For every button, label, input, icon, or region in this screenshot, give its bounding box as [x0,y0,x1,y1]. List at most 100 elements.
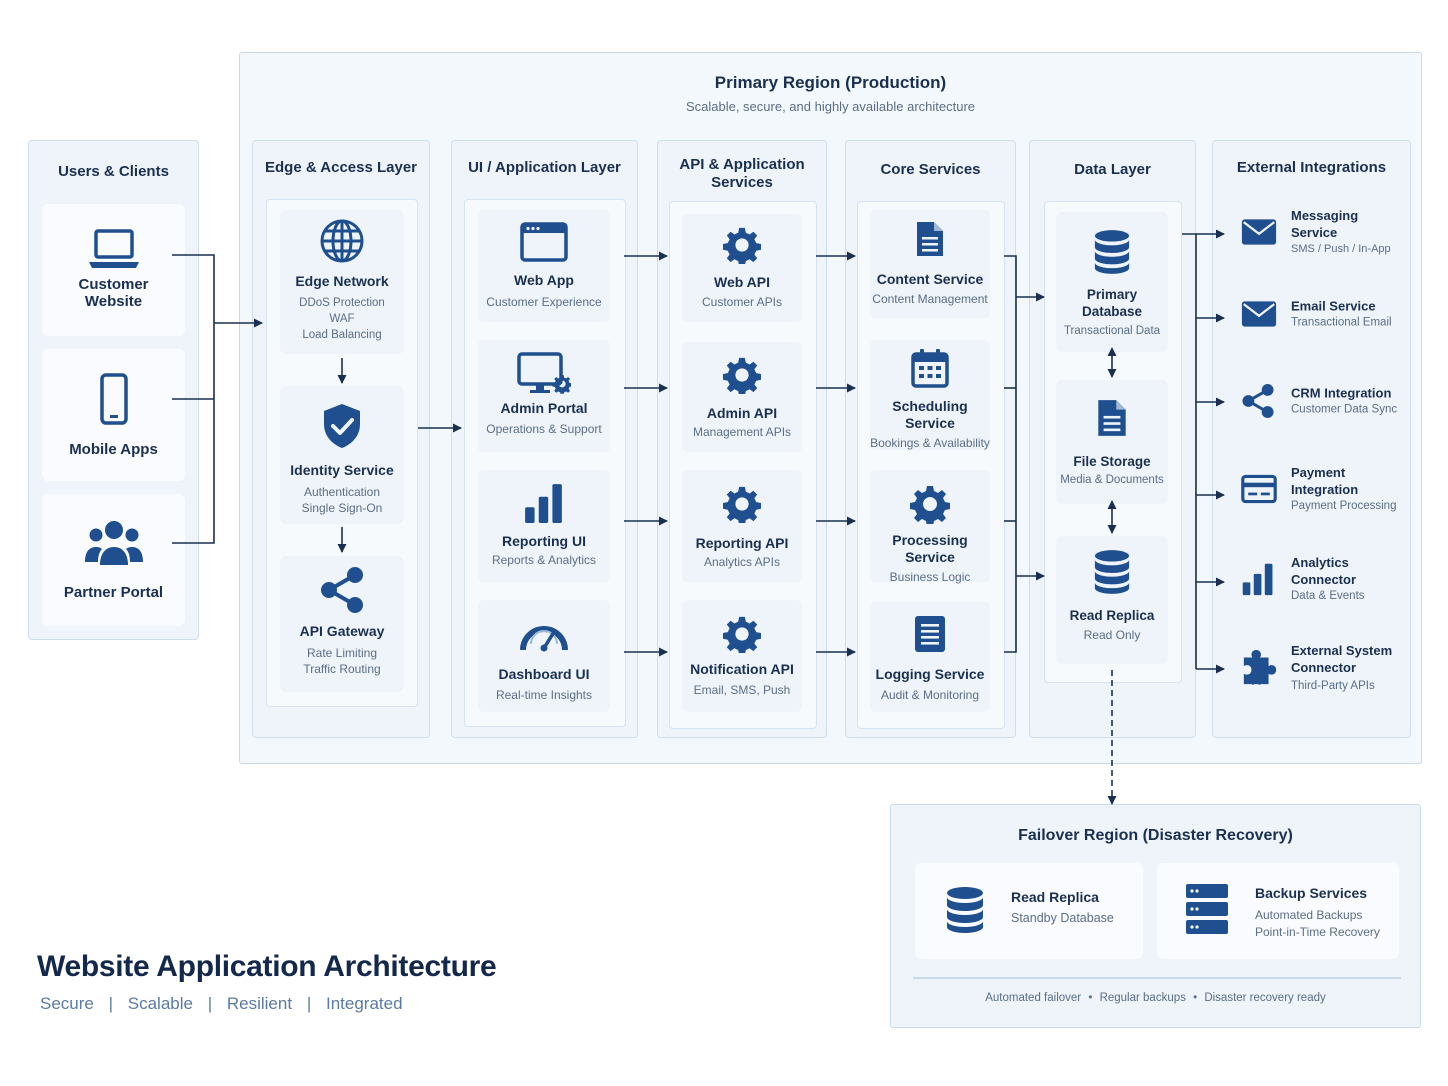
dashboard-ui-card[interactable]: Dashboard UI Real-time Insights [478,600,610,712]
laptop-icon [88,229,139,268]
failover-replica-card[interactable]: Read Replica Standby Database [915,863,1143,959]
file-storage-card[interactable]: File Storage Media & Documents [1056,380,1168,504]
footer-separator-1: • [1088,992,1093,1004]
analytics-connector-card[interactable]: Analytics Connector Data & Events [1225,540,1399,618]
tagline-integrated: Integrated [325,994,403,1013]
partner-portal-card[interactable]: Partner Portal [42,494,185,626]
crm-integration-title: CRM Integration [1291,385,1392,401]
failover-replica-sub: Standby Database [1011,911,1114,925]
server-icon [1186,884,1228,934]
web-app-card[interactable]: Web App Customer Experience [478,210,610,322]
processing-service-sub: Business Logic [889,570,971,584]
edge-network-card[interactable]: Edge Network DDoS Protection WAF Load Ba… [280,210,404,354]
web-api-sub: Customer APIs [701,295,783,309]
footer-separator-2: • [1193,992,1198,1004]
identity-service-title: Identity Service [290,462,394,478]
identity-service-card[interactable]: Identity Service Authentication Single S… [280,386,404,524]
read-replica-title: Read Replica [1069,608,1155,623]
reporting-ui-card[interactable]: Reporting UI Reports & Analytics [478,470,610,582]
mobile-apps-card[interactable]: Mobile Apps [42,349,185,481]
api-gateway-line2: Traffic Routing [303,662,381,676]
notification-api-sub: Email, SMS, Push [693,683,791,697]
gear-icon [723,485,761,523]
failover-backup-line1: Automated Backups [1255,908,1363,922]
gauge-icon [520,626,568,652]
primary-region-title: Primary Region (Production) [714,73,947,92]
data-layer-title: Data Layer [1074,161,1151,178]
payment-integration-card[interactable]: Payment Integration Payment Processing [1225,450,1399,528]
failover-footer: Automated failover • Regular backups • D… [891,992,1420,1004]
primary-database-card[interactable]: Primary Database Transactional Data [1056,212,1168,352]
reporting-api-sub: Analytics APIs [703,555,781,569]
logging-service-card[interactable]: Logging Service Audit & Monitoring [870,602,990,712]
failover-region: Failover Region (Disaster Recovery) Read… [890,804,1421,1028]
failover-replica-title: Read Replica [1011,889,1099,905]
file-storage-title: File Storage [1073,454,1151,469]
messaging-service-title: Messaging Service [1291,208,1359,240]
edge-network-title: Edge Network [295,273,389,289]
primary-database-title-1: Primary [1086,287,1138,302]
bar-chart-icon [1241,561,1275,597]
scheduling-service-card[interactable]: Scheduling Service Bookings & Availabili… [870,340,990,450]
web-app-title: Web App [514,272,574,288]
tagline-secure: Secure [40,994,94,1013]
failover-backup-card[interactable]: Backup Services Automated Backups Point-… [1157,863,1399,959]
ui-layer-title: UI / Application Layer [468,159,621,176]
external-system-title-2: Connector [1291,660,1356,675]
api-gateway-card[interactable]: API Gateway Rate Limiting Traffic Routin… [280,556,404,692]
read-replica-card[interactable]: Read Replica Read Only [1056,536,1168,664]
envelope-icon [1241,218,1277,246]
reporting-ui-title: Reporting UI [502,533,586,549]
identity-service-line2: Single Sign-On [301,501,383,515]
tagline-separator-2: | [207,994,213,1013]
crm-integration-sub: Customer Data Sync [1291,403,1398,416]
messaging-service-card[interactable]: Messaging Service SMS / Push / In-App [1225,194,1399,270]
database-icon [1093,228,1131,276]
edge-network-line3: Load Balancing [302,329,382,341]
share-nodes-icon [321,567,363,613]
notification-api-card[interactable]: Notification API Email, SMS, Push [682,600,802,712]
primary-database-sub: Transactional Data [1063,325,1161,337]
read-replica-sub: Read Only [1083,628,1141,642]
external-system-sub: Third-Party APIs [1291,680,1375,692]
processing-service-card[interactable]: Processing Service Business Logic [870,470,990,584]
reporting-api-card[interactable]: Reporting API Analytics APIs [682,470,802,582]
web-api-card[interactable]: Web API Customer APIs [682,214,802,322]
content-service-card[interactable]: Content Service Content Management [870,210,990,318]
dashboard-ui-sub: Real-time Insights [495,688,593,702]
mobile-apps-label: Mobile Apps [69,441,158,458]
tagline-scalable: Scalable [127,994,193,1013]
footer-regular-backups: Regular backups [1099,992,1186,1004]
edge-access-title: Edge & Access Layer [264,159,418,176]
users-clients-title: Users & Clients [58,163,169,180]
web-api-title: Web API [713,274,770,290]
file-storage-sub: Media & Documents [1060,474,1164,486]
users-clients-panel: Users & Clients Customer Website Mobile … [28,140,199,640]
database-icon [1093,548,1131,596]
content-service-sub: Content Management [872,292,988,306]
admin-api-card[interactable]: Admin API Management APIs [682,342,802,452]
external-system-connector-card[interactable]: External System Connector Third-Party AP… [1225,626,1399,710]
tagline-separator-1: | [108,994,114,1013]
failover-backup-title: Backup Services [1255,885,1368,901]
credit-card-icon [1241,474,1277,504]
email-service-card[interactable]: Email Service Transactional Email [1225,276,1399,352]
customer-website-card[interactable]: Customer Website [42,204,185,336]
users-group-icon [84,521,143,565]
admin-portal-card[interactable]: Admin Portal Operations & Support [478,340,610,452]
bar-chart-icon [523,482,565,524]
primary-region-subtitle: Scalable, secure, and highly available a… [685,99,976,114]
tagline-separator-3: | [306,994,312,1013]
mobile-icon [99,373,128,425]
database-icon [945,885,985,935]
calendar-icon [911,349,949,388]
primary-database-title-2: Database [1081,304,1143,319]
edge-network-line1: DDoS Protection [299,297,385,309]
admin-portal-sub: Operations & Support [486,422,602,436]
envelope-icon [1241,300,1277,328]
analytics-connector-sub: Data & Events [1291,590,1365,602]
gear-icon [910,484,950,524]
api-gateway-title: API Gateway [299,623,385,639]
api-layer-title-line2: Services [711,174,773,191]
crm-integration-card[interactable]: CRM Integration Customer Data Sync [1225,362,1399,440]
